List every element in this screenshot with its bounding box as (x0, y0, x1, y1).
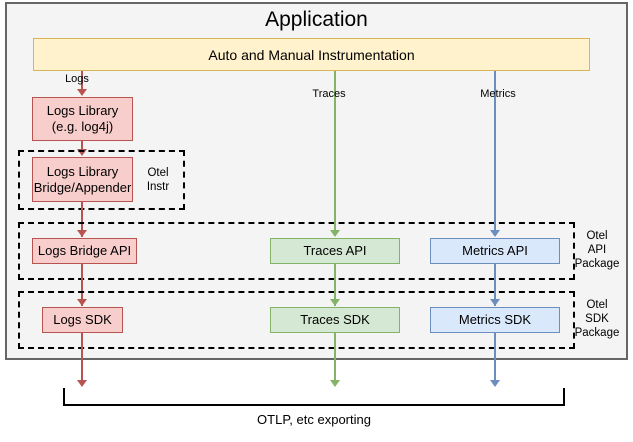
edge-label-logs: Logs (65, 73, 89, 85)
metrics-arrowhead-1 (490, 230, 500, 237)
traces-arrowhead-1 (330, 230, 340, 237)
metrics-api-box: Metrics API (430, 238, 560, 264)
traces-api-box: Traces API (270, 238, 400, 264)
traces-sdk-box: Traces SDK (270, 307, 400, 333)
logs-edge-line-3 (81, 202, 83, 237)
logs-bridge-appender-line1: Logs Library (46, 163, 119, 179)
otel-api-label-line3: Package (574, 258, 620, 270)
logs-bridge-api-label: Logs Bridge API (37, 243, 132, 258)
logs-library-bridge-appender-box: Logs Library Bridge/Appender (32, 157, 133, 202)
logs-arrowhead-3 (77, 230, 87, 237)
otel-instr-label-line1: Otel (147, 167, 169, 179)
traces-arrowhead-2 (330, 299, 340, 306)
traces-export-line (334, 333, 336, 385)
metrics-api-label: Metrics API (462, 243, 528, 258)
traces-edge-line-1 (334, 71, 336, 231)
instrumentation-label: Auto and Manual Instrumentation (208, 46, 415, 63)
page-title: Application (265, 8, 368, 31)
logs-arrowhead-1 (77, 89, 87, 96)
metrics-sdk-box: Metrics SDK (430, 307, 560, 333)
export-label: OTLP, etc exporting (257, 412, 371, 427)
logs-export-arrowhead (77, 380, 87, 387)
logs-bridge-api-box: Logs Bridge API (32, 238, 137, 264)
logs-library-box: Logs Library (e.g. log4j) (32, 97, 133, 141)
logs-edge-line-1 (81, 71, 83, 90)
otel-sdk-label-line1: Otel (586, 299, 608, 311)
traces-sdk-label: Traces SDK (300, 312, 370, 327)
logs-sdk-box: Logs SDK (42, 307, 123, 333)
otel-sdk-package-label: Otel SDK Package (567, 298, 627, 340)
auto-manual-instrumentation-box: Auto and Manual Instrumentation (33, 38, 590, 71)
otel-api-package-group (18, 222, 575, 280)
logs-edge-line-4 (81, 264, 83, 306)
logs-edge-line-2 (81, 141, 83, 150)
logs-arrowhead-4 (77, 299, 87, 306)
export-bracket (63, 388, 565, 406)
edge-label-traces: Traces (312, 88, 346, 100)
otel-api-label-line1: Otel (586, 230, 608, 242)
traces-api-label: Traces API (303, 243, 367, 258)
metrics-arrowhead-2 (490, 299, 500, 306)
logs-sdk-label: Logs SDK (53, 312, 112, 327)
logs-library-line2: (e.g. log4j) (51, 119, 114, 134)
logs-export-line (81, 333, 83, 385)
metrics-export-arrowhead (490, 380, 500, 387)
logs-bridge-appender-line2: Bridge/Appender (33, 179, 132, 195)
otel-sdk-label-line3: Package (574, 327, 620, 339)
otel-sdk-package-group (18, 291, 575, 349)
otel-api-label-line2: API (587, 244, 607, 256)
metrics-edge-line-2 (494, 264, 496, 306)
otel-instr-group (18, 150, 185, 210)
logs-library-line1: Logs Library (46, 103, 119, 118)
logs-arrowhead-2 (77, 149, 87, 156)
metrics-sdk-label: Metrics SDK (458, 312, 532, 327)
otel-instr-group-label: Otel Instr (135, 166, 181, 194)
traces-edge-line-2 (334, 264, 336, 306)
metrics-export-line (494, 333, 496, 385)
edge-label-metrics: Metrics (480, 88, 516, 100)
otel-sdk-label-line2: SDK (585, 313, 609, 325)
otel-instr-label-line2: Instr (146, 181, 170, 193)
otel-api-package-label: Otel API Package (567, 229, 627, 271)
traces-export-arrowhead (330, 380, 340, 387)
metrics-edge-line-1 (494, 71, 496, 231)
